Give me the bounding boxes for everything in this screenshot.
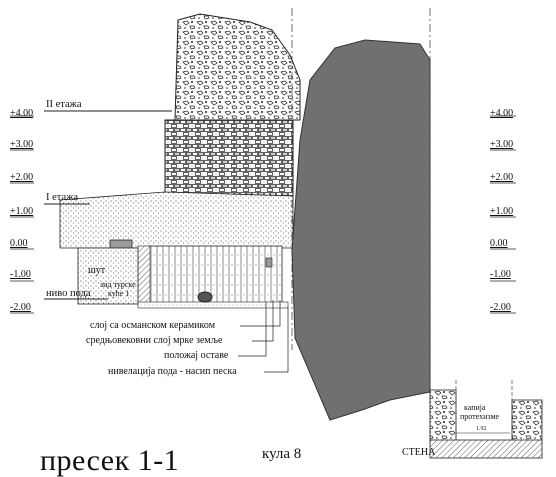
hoard-position bbox=[197, 291, 213, 303]
tower-label: кула 8 bbox=[262, 446, 302, 462]
gate-label-line2: протехизме bbox=[460, 412, 500, 421]
rubble-layer bbox=[59, 191, 294, 249]
wall-label-line2: куће 1 bbox=[108, 289, 130, 298]
legend-item: положај оставе bbox=[164, 350, 229, 361]
masonry-wall bbox=[164, 119, 294, 201]
left-level-label: -1.00 bbox=[10, 269, 31, 280]
right-level-label: +1.00 bbox=[490, 206, 514, 217]
right-level-label: +3.00 bbox=[490, 139, 514, 150]
sand-layer bbox=[137, 301, 289, 309]
left-level-label: +4.00 bbox=[10, 108, 34, 119]
rock-label: СТЕНА bbox=[402, 447, 436, 458]
legend-leaders bbox=[238, 300, 289, 373]
left-level-label: +3.00 bbox=[10, 139, 34, 150]
rock-mass bbox=[291, 39, 431, 421]
legend-item: слој са османском керамиком bbox=[90, 320, 216, 331]
left-level-label: +1.00 bbox=[10, 206, 34, 217]
left-level-label: -2.00 bbox=[10, 302, 31, 313]
right-level-label: 0.00 bbox=[490, 238, 508, 249]
left-level-label: 0.00 bbox=[10, 238, 28, 249]
floor-label-ground: ниво пода bbox=[46, 288, 91, 299]
ruin-top-stones bbox=[174, 13, 301, 121]
gate-label-line1: капија bbox=[464, 403, 486, 412]
legend-item: нивелација пода - насип песка bbox=[108, 366, 237, 377]
left-masonry bbox=[77, 247, 139, 305]
find-marker bbox=[265, 257, 273, 268]
rubble-label: шут bbox=[88, 265, 106, 276]
right-level-label: -2.00 bbox=[490, 302, 511, 313]
gate-dimension: 1.92 bbox=[476, 426, 487, 432]
section-title: пресек 1-1 bbox=[40, 444, 180, 477]
gate-floor bbox=[429, 439, 543, 459]
right-level-label: +2.00 bbox=[490, 172, 514, 183]
wall-label-line1: зид турске bbox=[100, 280, 136, 289]
left-level-label: +2.00 bbox=[10, 172, 34, 183]
soil-edge bbox=[137, 245, 151, 305]
right-level-label: +4.00 bbox=[490, 108, 514, 119]
right-level-label: -1.00 bbox=[490, 269, 511, 280]
floor-label-upper: II етажа bbox=[46, 99, 82, 110]
right-level-lines bbox=[490, 115, 516, 314]
gate-wall-left bbox=[429, 389, 457, 443]
soil-layer bbox=[147, 245, 283, 305]
left-level-lines bbox=[10, 115, 34, 314]
legend-item: средњовековни слој мрке земље bbox=[86, 335, 223, 346]
floor-label-lower: I етажа bbox=[46, 192, 79, 203]
gate-wall-right bbox=[511, 399, 543, 443]
